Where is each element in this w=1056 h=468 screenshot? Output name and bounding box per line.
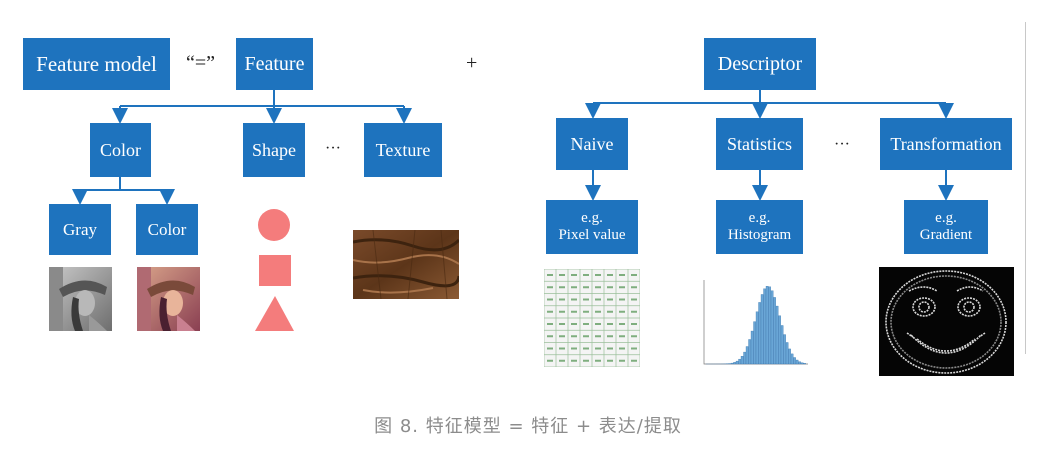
pixel-value-grid-image bbox=[544, 269, 640, 367]
histogram-bar bbox=[769, 287, 771, 364]
naive-box: Naive bbox=[556, 118, 628, 170]
example-label: e.g. bbox=[581, 210, 603, 227]
equals-sign: “=” bbox=[186, 52, 215, 75]
ellipsis-right: ··· bbox=[834, 136, 850, 154]
histogram-bar bbox=[756, 312, 758, 364]
histogram-image bbox=[694, 270, 812, 372]
histogram-bar bbox=[784, 335, 786, 364]
gray-box: Gray bbox=[49, 204, 111, 255]
feature-box: Feature bbox=[236, 38, 313, 90]
histogram-bar bbox=[751, 331, 753, 364]
histogram-bar bbox=[796, 360, 798, 364]
histogram-bar bbox=[774, 297, 776, 364]
histogram-bar bbox=[786, 342, 788, 364]
grayscale-photo-image bbox=[49, 267, 112, 331]
histogram-bar bbox=[764, 289, 766, 364]
histogram-bar bbox=[736, 361, 738, 364]
histogram-bar bbox=[734, 362, 736, 364]
histogram-bar bbox=[789, 349, 791, 364]
histogram-bar bbox=[739, 359, 741, 364]
example-text: Gradient bbox=[920, 227, 972, 244]
color-sub-box: Color bbox=[136, 204, 198, 255]
histogram-bar bbox=[791, 354, 793, 364]
histogram-bar bbox=[771, 291, 773, 364]
histogram-bar bbox=[779, 316, 781, 364]
transformation-box: Transformation bbox=[880, 118, 1012, 170]
plus-sign: + bbox=[466, 52, 477, 75]
example-text: Histogram bbox=[728, 227, 791, 244]
histogram-bar bbox=[794, 357, 796, 364]
gradient-face-image bbox=[879, 267, 1014, 376]
histogram-bar bbox=[754, 322, 756, 364]
histogram-bar bbox=[744, 352, 746, 364]
histogram-bar bbox=[766, 286, 768, 364]
gradient-example-box: e.g. Gradient bbox=[904, 200, 988, 254]
descriptor-box: Descriptor bbox=[704, 38, 816, 90]
histogram-example-box: e.g. Histogram bbox=[716, 200, 803, 254]
example-text: Pixel value bbox=[558, 227, 625, 244]
pixel-value-example-box: e.g. Pixel value bbox=[546, 200, 638, 254]
histogram-bar bbox=[781, 325, 783, 364]
histogram-bar bbox=[746, 347, 748, 364]
ellipsis-left: ··· bbox=[325, 140, 341, 158]
bark-texture-image bbox=[353, 230, 459, 299]
color-box: Color bbox=[90, 123, 151, 177]
example-label: e.g. bbox=[749, 210, 771, 227]
histogram-bar bbox=[731, 363, 733, 364]
figure-caption: 图 8. 特征模型 = 特征 + 表达/提取 bbox=[0, 412, 1056, 438]
histogram-bar bbox=[804, 363, 806, 364]
histogram-bar bbox=[749, 339, 751, 364]
feature-model-box: Feature model bbox=[23, 38, 170, 90]
histogram-bar bbox=[741, 356, 743, 364]
texture-box: Texture bbox=[364, 123, 442, 177]
histogram-bar bbox=[801, 363, 803, 364]
example-label: e.g. bbox=[935, 210, 957, 227]
histogram-bar bbox=[799, 362, 801, 364]
histogram-bar bbox=[761, 294, 763, 364]
histogram-bar bbox=[776, 306, 778, 364]
histogram-bar bbox=[759, 302, 761, 364]
shape-box: Shape bbox=[243, 123, 305, 177]
color-photo-image bbox=[137, 267, 200, 331]
right-edge-divider bbox=[1025, 22, 1026, 354]
statistics-box: Statistics bbox=[716, 118, 803, 170]
